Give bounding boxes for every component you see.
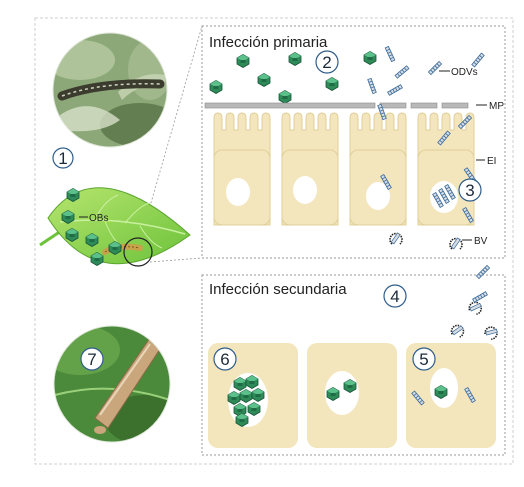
odvs-label-group: ODVs: [439, 67, 478, 78]
mp-label-group: MP: [476, 101, 504, 112]
step-marker-7: 7: [80, 347, 104, 371]
infected-larva-photo: [53, 325, 171, 443]
mp-label: MP: [489, 101, 504, 112]
svg-text:5: 5: [419, 350, 428, 369]
secondary-infection-panel: [201, 274, 506, 456]
budded-virions: [389, 232, 501, 342]
svg-text:2: 2: [322, 53, 331, 72]
primary-infection-title: Infección primaria: [209, 34, 328, 51]
bv-label-group: BV: [462, 236, 488, 247]
ei-label-group: EI: [476, 156, 496, 167]
step-marker-2: 2: [315, 50, 339, 74]
svg-text:6: 6: [220, 350, 229, 369]
outer-frame: [34, 17, 514, 465]
secondary-infection-title: Infección secundaria: [209, 281, 347, 298]
step-marker-6: 6: [213, 347, 237, 371]
obs-label-group: OBs: [79, 213, 108, 224]
primary-infection-panel: [201, 25, 506, 259]
ei-label: EI: [487, 156, 496, 167]
odvs-label: ODVs: [451, 67, 478, 78]
step-marker-5: 5: [412, 347, 436, 371]
zoom-guide-line-bottom: [149, 257, 203, 263]
svg-text:4: 4: [390, 287, 399, 306]
zoom-guide-line-top: [141, 25, 203, 235]
obs-label: OBs: [89, 213, 108, 224]
bv-label: BV: [474, 236, 488, 247]
step-marker-4: 4: [383, 284, 407, 308]
svg-text:3: 3: [465, 181, 474, 200]
step-marker-1: 1: [52, 147, 74, 169]
svg-text:7: 7: [87, 350, 96, 369]
peritrophic-membrane: [204, 102, 469, 109]
lumen-occlusion-bodies: [209, 51, 377, 104]
caterpillar-photo: [52, 32, 168, 148]
magnifier-circle: [123, 237, 153, 267]
svg-text:1: 1: [58, 149, 67, 168]
step-marker-3: 3: [458, 178, 482, 202]
secondary-cells: [208, 343, 496, 448]
